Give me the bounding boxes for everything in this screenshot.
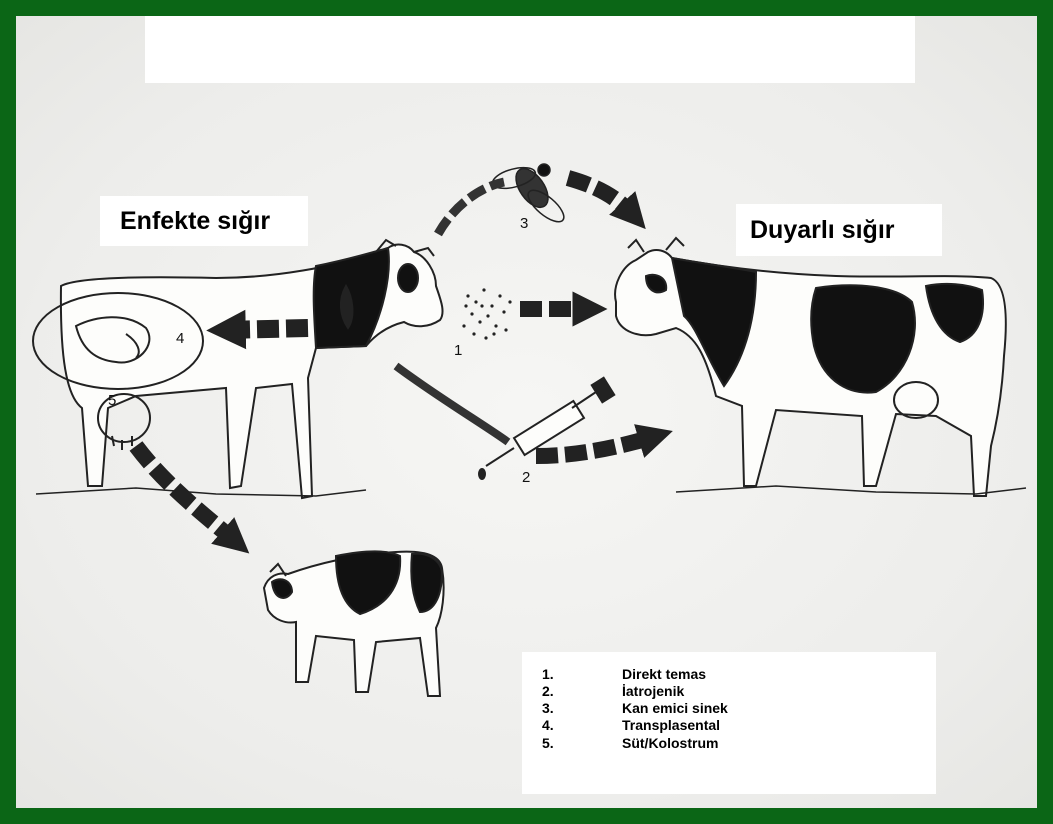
legend-label: İatrojenik [622, 683, 684, 700]
legend-label: Direkt temas [622, 666, 706, 683]
droplet-spray-icon [462, 288, 511, 339]
legend-item: 4.Transplasental [542, 717, 720, 734]
legend-label: Kan emici sinek [622, 700, 728, 717]
susceptible-cow-label: Duyarlı sığır [736, 204, 942, 256]
legend-item: 3.Kan emici sinek [542, 700, 728, 717]
legend-box: 1.Direkt temas 2.İatrojenik 3.Kan emici … [522, 652, 936, 794]
legend-label: Transplasental [622, 717, 720, 734]
legend-number: 2. [542, 683, 622, 700]
legend-label: Süt/Kolostrum [622, 735, 718, 752]
legend-item: 5.Süt/Kolostrum [542, 735, 718, 752]
susceptible-cow [615, 238, 1026, 496]
marker-4: 4 [176, 330, 184, 347]
legend-item: 2.İatrojenik [542, 683, 684, 700]
infected-cow [33, 240, 443, 498]
marker-3: 3 [520, 215, 528, 232]
calf [264, 552, 444, 697]
marker-5: 5 [108, 392, 116, 409]
fly-icon [490, 163, 568, 227]
marker-2: 2 [522, 469, 530, 486]
legend-number: 4. [542, 717, 622, 734]
infected-cow-label: Enfekte sığır [100, 196, 308, 246]
syringe-icon [479, 378, 614, 479]
legend-number: 3. [542, 700, 622, 717]
marker-1: 1 [454, 342, 462, 359]
legend-number: 5. [542, 735, 622, 752]
legend-number: 1. [542, 666, 622, 683]
legend-item: 1.Direkt temas [542, 666, 706, 683]
arrow-transplacental [226, 328, 308, 330]
